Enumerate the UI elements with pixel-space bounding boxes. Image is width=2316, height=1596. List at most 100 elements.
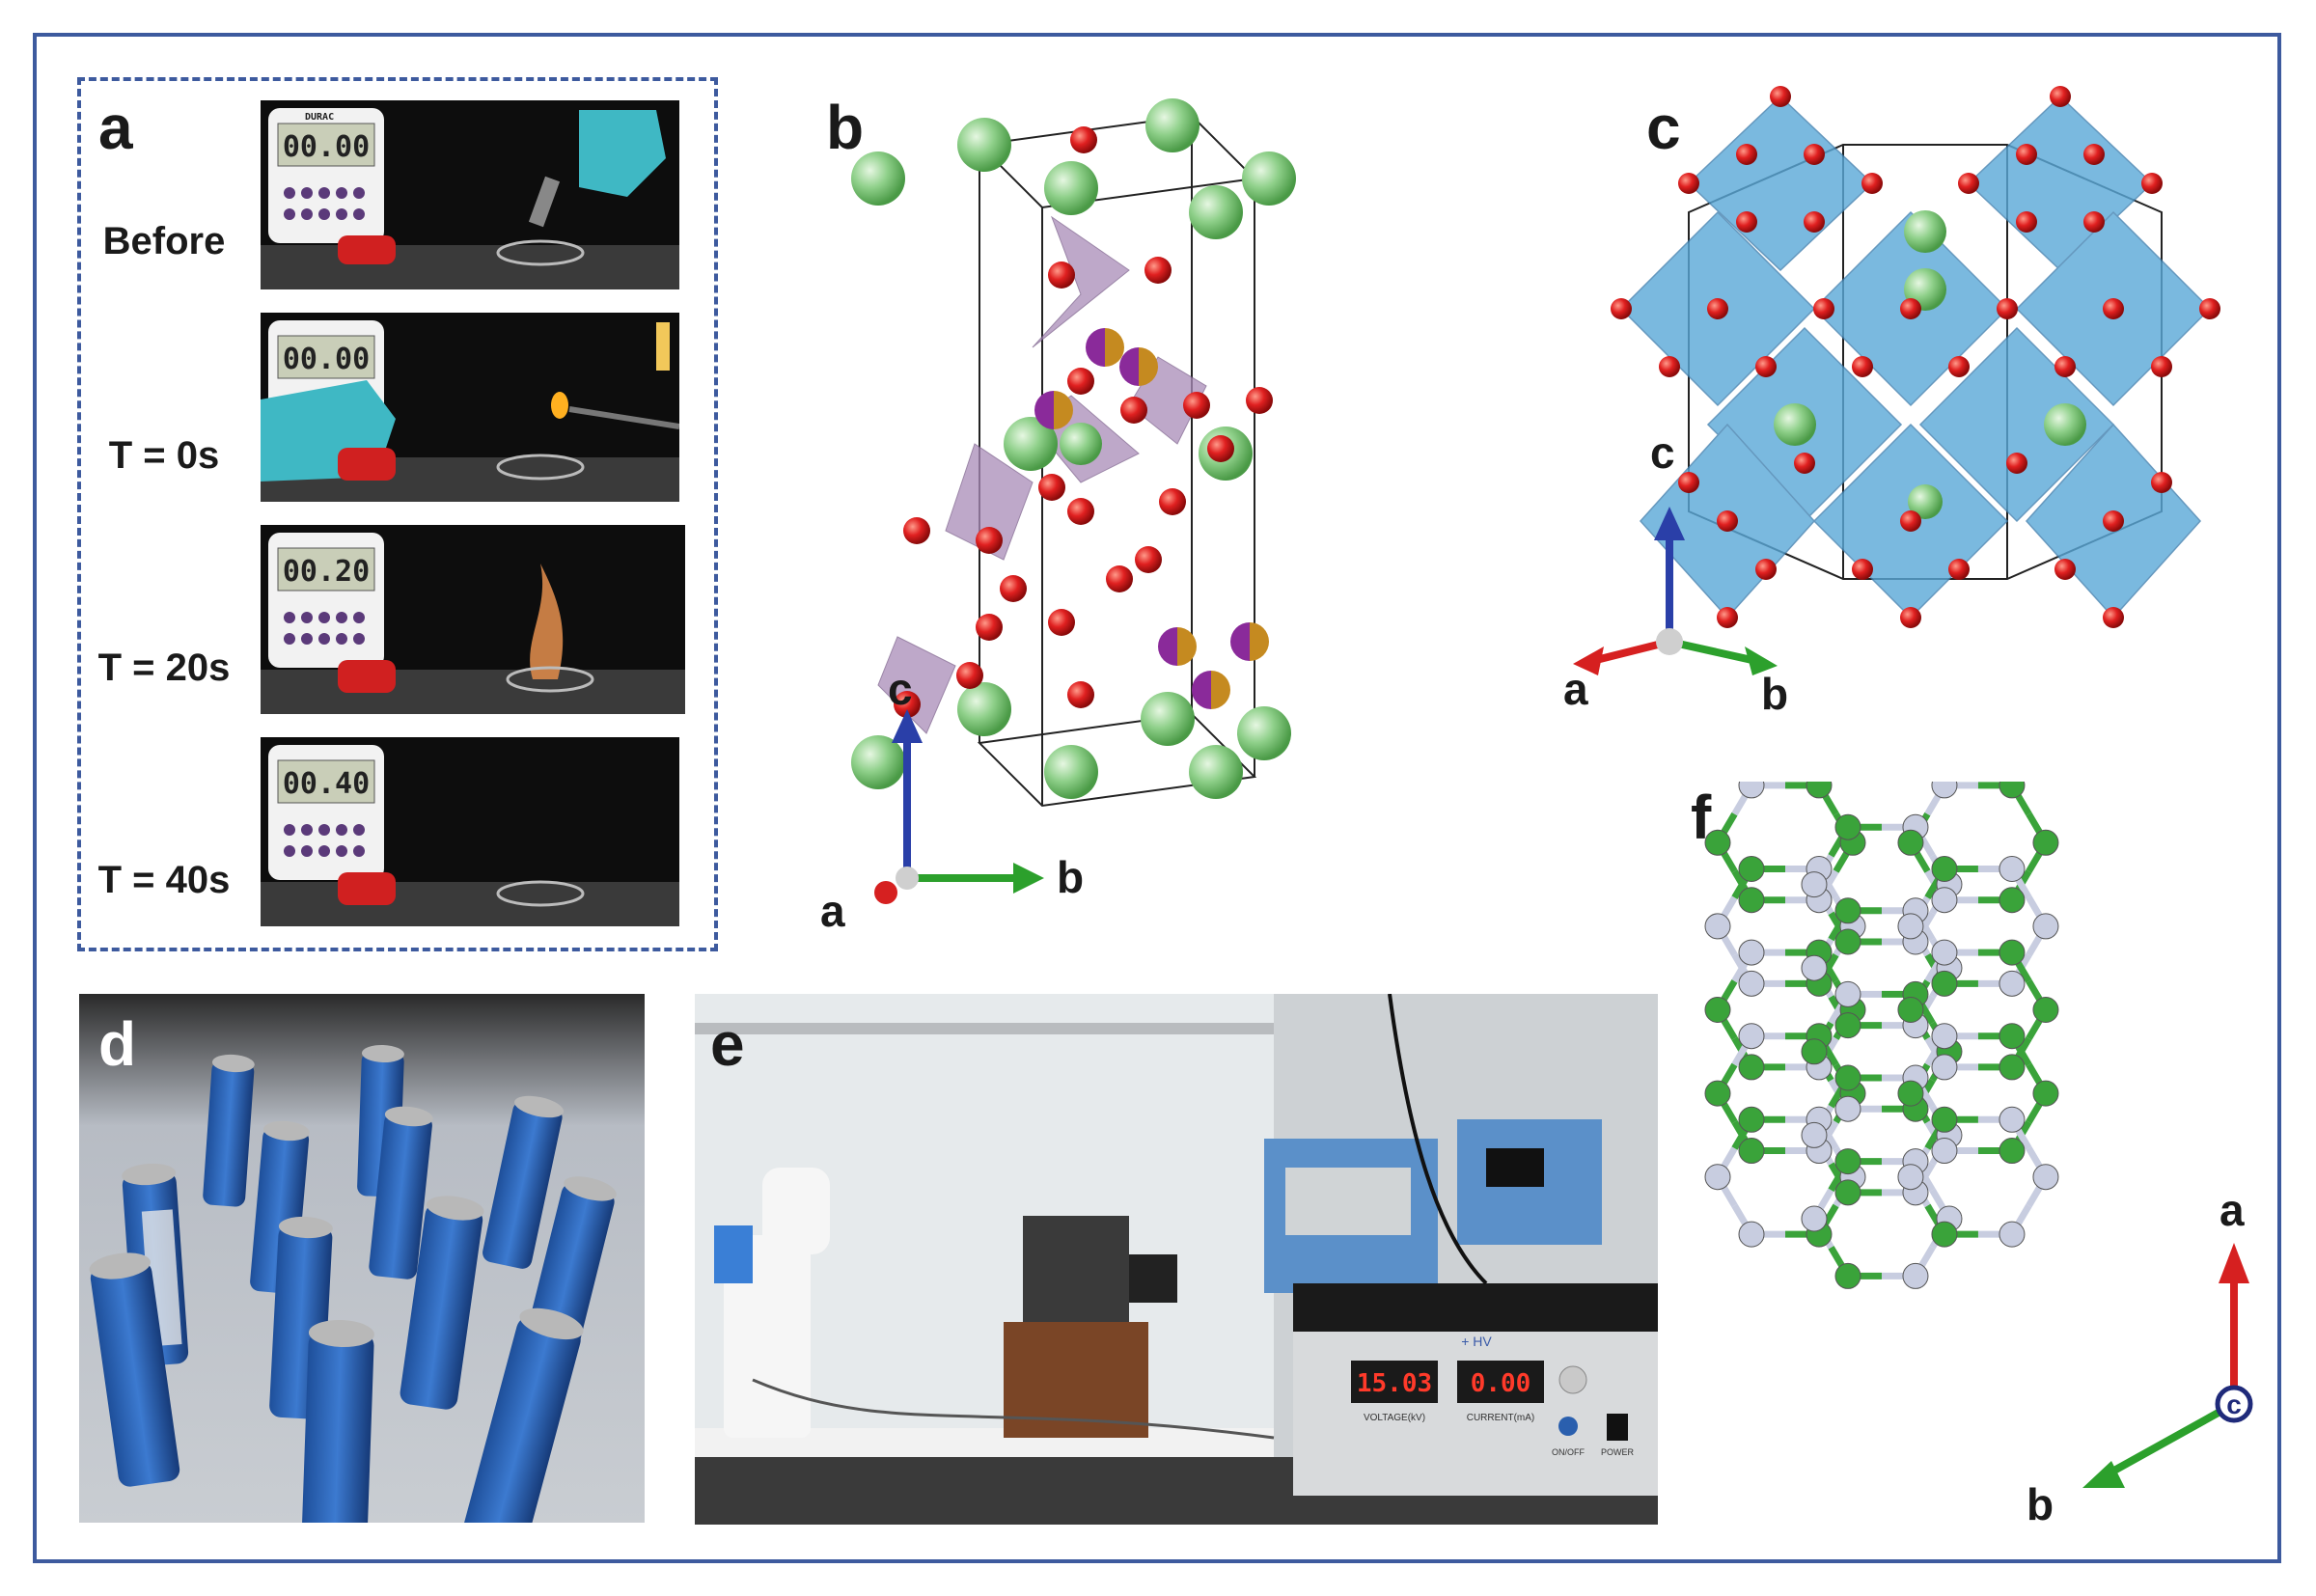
axes-triad-f: c a b — [2026, 1185, 2253, 1529]
axis-label-b: b — [1761, 669, 1788, 719]
lattice-atom — [1897, 913, 1924, 940]
photo-t40: 00.40 — [261, 737, 679, 926]
lattice-atom — [1738, 1023, 1765, 1050]
axis-label-c: c — [1650, 427, 1675, 478]
panel-e-letter: e — [710, 1009, 745, 1079]
voltage-label: VOLTAGE(kV) — [1364, 1413, 1425, 1423]
panel-d-photo-batteries: d — [79, 994, 645, 1523]
mixed-cation-atoms — [1034, 328, 1269, 709]
row-label-t0: T = 0s — [108, 434, 220, 477]
lattice-atom — [1738, 1221, 1765, 1248]
row-label-t20: T = 20s — [97, 647, 231, 689]
lattice-atom — [1738, 887, 1765, 914]
lattice-atom — [1704, 1080, 1731, 1107]
svg-text:DURAC: DURAC — [305, 112, 334, 123]
lattice-atom — [1999, 1106, 2026, 1133]
panel-b-letter: b — [826, 93, 865, 162]
rotating-collector — [1023, 1216, 1129, 1322]
axis-label-a: a — [1563, 664, 1588, 714]
lattice-bonds — [1714, 782, 2049, 1280]
row-label-t40: T = 40s — [97, 859, 231, 901]
petri-dish — [496, 454, 585, 481]
svg-text:POWER: POWER — [1601, 1447, 1635, 1457]
octahedra — [1619, 95, 2212, 619]
lattice-atom — [2032, 997, 2059, 1024]
lattice-atom — [1931, 1023, 1958, 1050]
photo-t20: 00.20 — [261, 525, 685, 714]
row-label-before: Before — [102, 220, 226, 262]
lattice-atom — [2032, 913, 2059, 940]
axis-label-a: a — [2220, 1185, 2245, 1235]
lattice-atom — [1738, 939, 1765, 966]
panel-e-photo-electrospinning: + HV 15.03 0.00 VOLTAGE(kV) CURRENT(mA) … — [695, 994, 1658, 1525]
axis-label-a: a — [820, 886, 845, 936]
panel-f-letter: f — [1691, 783, 1712, 852]
panel-a-letter: a — [98, 93, 133, 162]
lattice-atom — [1834, 1262, 1861, 1289]
voltage-display — [1351, 1361, 1438, 1403]
hv-title: + HV — [1461, 1334, 1492, 1349]
lattice-atom — [1738, 782, 1765, 799]
axis-label-c: c — [2226, 1390, 2242, 1419]
axis-label-b: b — [1057, 852, 1084, 902]
axes-triad-c: c a b — [1563, 427, 1788, 719]
petri-dish — [496, 239, 585, 266]
timer-readout: 00.00 — [283, 343, 370, 376]
lattice-atom — [1834, 980, 1861, 1007]
lattice-atom — [2032, 1080, 2059, 1107]
lattice-atom — [1801, 954, 1828, 981]
lattice-atom — [1931, 970, 1958, 997]
lattice-atom — [1834, 1095, 1861, 1122]
current-label: CURRENT(mA) — [1467, 1413, 1535, 1423]
syringe-pump — [724, 1235, 811, 1438]
photo-before: 00.00 DURAC — [261, 100, 679, 289]
panel-c-perovskite-structure: c a b — [1563, 86, 2220, 719]
lattice-atom — [1738, 1106, 1765, 1133]
petri-dish — [506, 666, 594, 693]
ca-atoms — [851, 98, 1296, 799]
current-display — [1457, 1361, 1544, 1403]
lattice-atom — [1801, 1121, 1828, 1148]
lattice-atom — [1999, 970, 2026, 997]
voltage-readout: 15.03 — [1357, 1369, 1432, 1398]
timer-readout: 00.40 — [283, 767, 370, 801]
lattice-atom — [1834, 1179, 1861, 1206]
lattice-atom — [1999, 782, 2026, 799]
lattice-atom — [1738, 1054, 1765, 1081]
lattice-atom — [1834, 1148, 1861, 1175]
lattice-atom — [1834, 897, 1861, 924]
lattice-atom — [2032, 1164, 2059, 1191]
lattice-atom — [1897, 1164, 1924, 1191]
lattice-atom — [1931, 939, 1958, 966]
lattice-atom — [1806, 782, 1833, 799]
panel-c-letter: c — [1646, 93, 1681, 162]
figure-frame — [33, 33, 2281, 1563]
svg-text:ON/OFF: ON/OFF — [1552, 1447, 1585, 1457]
lattice-atom — [1931, 782, 1958, 799]
lattice-atom — [1704, 829, 1731, 856]
lattice-atom — [1931, 1054, 1958, 1081]
lattice-atom — [1931, 1106, 1958, 1133]
timer-readout: 00.00 — [283, 130, 370, 164]
lattice-atoms — [1704, 782, 2059, 1289]
lattice-atom — [1999, 939, 2026, 966]
lattice-atom — [1897, 997, 1924, 1024]
panel-f-honeycomb-lattice: c a b — [1704, 782, 2253, 1529]
lattice-atom — [1704, 913, 1731, 940]
lighter-flame — [551, 392, 568, 419]
current-readout: 0.00 — [1471, 1369, 1531, 1398]
lattice-atom — [1902, 1262, 1929, 1289]
panel-d-letter: d — [98, 1009, 137, 1079]
lattice-atom — [1801, 1038, 1828, 1065]
lattice-atom — [1897, 1080, 1924, 1107]
gloved-hand — [579, 110, 666, 197]
lattice-atom — [1931, 1138, 1958, 1165]
lattice-atom — [1999, 1054, 2026, 1081]
axis-label-c: c — [888, 664, 913, 714]
petri-dish — [496, 880, 585, 907]
lattice-atom — [1999, 887, 2026, 914]
lattice-atom — [1834, 928, 1861, 955]
lattice-atom — [1931, 1221, 1958, 1248]
axes-triad-b: c a b — [820, 664, 1084, 936]
panel-b-crystal-structure: c a b — [820, 98, 1296, 936]
